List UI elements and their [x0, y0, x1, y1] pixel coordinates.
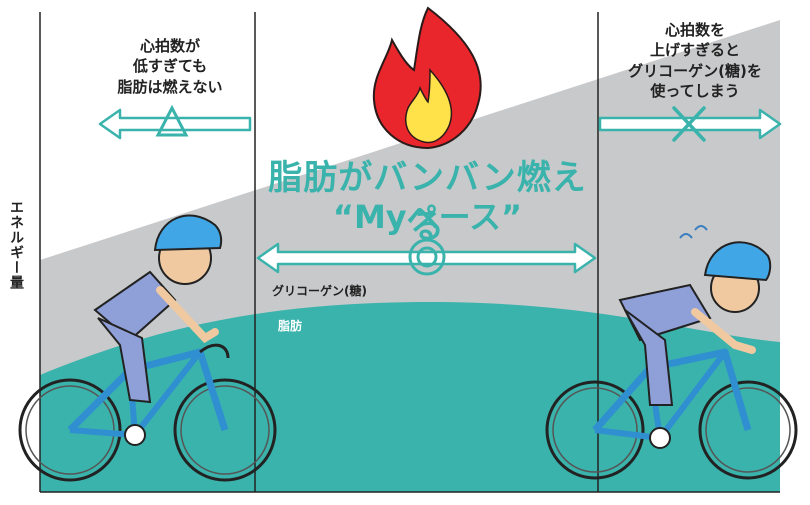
high-heart-rate-note: 心拍数を 上げすぎると グリコーゲン(糖)を 使ってしまう	[628, 21, 762, 100]
glycogen-area-label: グリコーゲン(糖)	[272, 284, 367, 298]
y-axis-label: エネルギー量	[8, 200, 24, 290]
cyclist-relaxed	[18, 214, 277, 482]
left-arrow	[98, 108, 252, 140]
low-heart-rate-note: 心拍数が 低すぎても 脂肪は燃えない	[117, 37, 223, 96]
middle-double-arrow	[256, 242, 597, 274]
fire-icon	[372, 6, 482, 150]
double-circle-mark-icon	[408, 238, 446, 276]
triangle-mark-icon	[155, 104, 189, 137]
cross-mark-icon	[672, 106, 706, 142]
cyclist-strained	[545, 225, 798, 480]
fat-area-label: 脂肪	[278, 319, 303, 333]
my-pace-title: “Myペース”	[332, 198, 523, 236]
optimal-zone-title: 脂肪がバンバン燃える	[268, 158, 587, 247]
